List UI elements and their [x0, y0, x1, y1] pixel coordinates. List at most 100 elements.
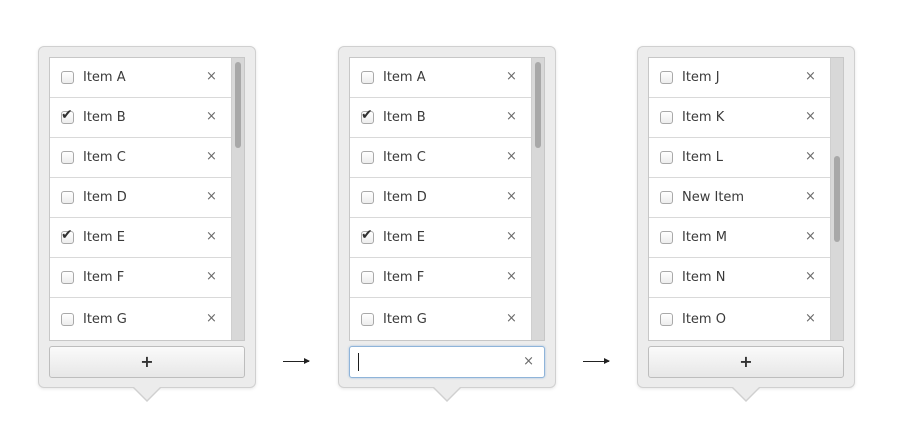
item-list: Item A × ✔ Item B × Item C × Item D × [349, 57, 545, 341]
remove-icon[interactable]: × [206, 69, 217, 84]
item-label: Item F [83, 270, 125, 285]
list-item[interactable]: ✔ Item B × [50, 98, 232, 138]
item-checkbox[interactable] [361, 191, 374, 204]
list-item[interactable]: Item K × [649, 98, 831, 138]
item-label: Item M [682, 230, 727, 245]
remove-icon[interactable]: × [206, 189, 217, 204]
item-label: Item D [83, 190, 127, 205]
item-label: Item O [682, 312, 726, 327]
scrollbar[interactable] [531, 58, 544, 340]
remove-icon[interactable]: × [506, 149, 517, 164]
remove-icon[interactable]: × [506, 69, 517, 84]
item-checkbox[interactable]: ✔ [361, 228, 374, 244]
item-rows: Item J × Item K × Item L × New Item × [649, 58, 831, 340]
item-label: Item N [682, 270, 726, 285]
item-checkbox[interactable] [61, 71, 74, 84]
item-checkbox[interactable] [660, 111, 673, 124]
remove-icon[interactable]: × [805, 149, 816, 164]
item-checkbox[interactable]: ✔ [61, 228, 74, 244]
list-item[interactable]: ✔ Item E × [350, 218, 532, 258]
remove-icon[interactable]: × [506, 229, 517, 244]
scrollbar[interactable] [830, 58, 843, 340]
list-item[interactable]: Item N × [649, 258, 831, 298]
item-checkbox[interactable] [361, 313, 374, 326]
remove-icon[interactable]: × [206, 311, 217, 326]
item-rows: Item A × ✔ Item B × Item C × Item D × [50, 58, 232, 340]
item-checkbox[interactable]: ✔ [61, 107, 74, 124]
item-label: Item C [83, 150, 126, 165]
item-rows: Item A × ✔ Item B × Item C × Item D × [350, 58, 532, 340]
check-mark-icon: ✔ [61, 107, 73, 123]
remove-icon[interactable]: × [206, 229, 217, 244]
remove-icon[interactable]: × [506, 189, 517, 204]
item-checkbox[interactable] [61, 191, 74, 204]
scrollbar[interactable] [231, 58, 244, 340]
item-checkbox[interactable] [660, 151, 673, 164]
remove-icon[interactable]: × [506, 109, 517, 124]
item-label: Item L [682, 150, 723, 165]
scrollbar-thumb[interactable] [235, 62, 241, 148]
item-label: New Item [682, 190, 745, 205]
list-item[interactable]: ✔ Item B × [350, 98, 532, 138]
arrow-right-icon [583, 358, 610, 364]
list-item[interactable]: Item F × [50, 258, 232, 298]
list-item[interactable]: Item O × [649, 298, 831, 340]
list-item[interactable]: Item C × [350, 138, 532, 178]
item-label: Item B [83, 110, 126, 125]
list-item[interactable]: Item A × [350, 58, 532, 98]
item-checkbox[interactable] [61, 271, 74, 284]
item-checkbox[interactable] [660, 71, 673, 84]
popover-panel-3: Item J × Item K × Item L × New Item × [637, 46, 855, 402]
remove-icon[interactable]: × [805, 269, 816, 284]
add-item-button[interactable]: + [49, 346, 245, 378]
remove-icon[interactable]: × [805, 229, 816, 244]
item-label: Item E [383, 230, 425, 245]
list-item[interactable]: Item D × [350, 178, 532, 218]
remove-icon[interactable]: × [206, 269, 217, 284]
remove-icon[interactable]: × [805, 109, 816, 124]
list-item[interactable]: Item F × [350, 258, 532, 298]
item-checkbox[interactable] [361, 151, 374, 164]
item-checkbox[interactable] [660, 231, 673, 244]
remove-icon[interactable]: × [506, 269, 517, 284]
remove-icon[interactable]: × [506, 311, 517, 326]
item-checkbox[interactable] [660, 191, 673, 204]
list-item[interactable]: ✔ Item E × [50, 218, 232, 258]
text-caret [358, 353, 359, 371]
list-item[interactable]: Item G × [50, 298, 232, 340]
item-checkbox[interactable] [61, 151, 74, 164]
popover-pointer [731, 386, 761, 402]
item-label: Item E [83, 230, 125, 245]
list-item[interactable]: Item M × [649, 218, 831, 258]
scrollbar-thumb[interactable] [535, 62, 541, 148]
item-checkbox[interactable] [660, 271, 673, 284]
clear-input-icon[interactable]: × [523, 354, 534, 369]
list-item[interactable]: Item A × [50, 58, 232, 98]
remove-icon[interactable]: × [805, 69, 816, 84]
popover-panel-2: Item A × ✔ Item B × Item C × Item D × [338, 46, 556, 402]
remove-icon[interactable]: × [206, 109, 217, 124]
item-label: Item D [383, 190, 427, 205]
item-checkbox[interactable] [61, 313, 74, 326]
remove-icon[interactable]: × [805, 189, 816, 204]
scrollbar-thumb[interactable] [834, 156, 840, 242]
remove-icon[interactable]: × [206, 149, 217, 164]
item-checkbox[interactable] [361, 271, 374, 284]
item-label: Item G [83, 312, 127, 327]
item-list: Item J × Item K × Item L × New Item × [648, 57, 844, 341]
add-item-button[interactable]: + [648, 346, 844, 378]
item-label: Item J [682, 70, 720, 85]
item-checkbox[interactable]: ✔ [361, 108, 374, 124]
list-item[interactable]: Item C × [50, 138, 232, 178]
list-item[interactable]: Item J × [649, 58, 831, 98]
remove-icon[interactable]: × [805, 311, 816, 326]
list-item[interactable]: Item D × [50, 178, 232, 218]
item-checkbox[interactable] [660, 313, 673, 326]
new-item-input[interactable]: × [349, 346, 545, 378]
list-item[interactable]: Item L × [649, 138, 831, 178]
item-label: Item G [383, 312, 427, 327]
list-item[interactable]: New Item × [649, 178, 831, 218]
list-item[interactable]: Item G × [350, 298, 532, 340]
item-checkbox[interactable] [361, 71, 374, 84]
